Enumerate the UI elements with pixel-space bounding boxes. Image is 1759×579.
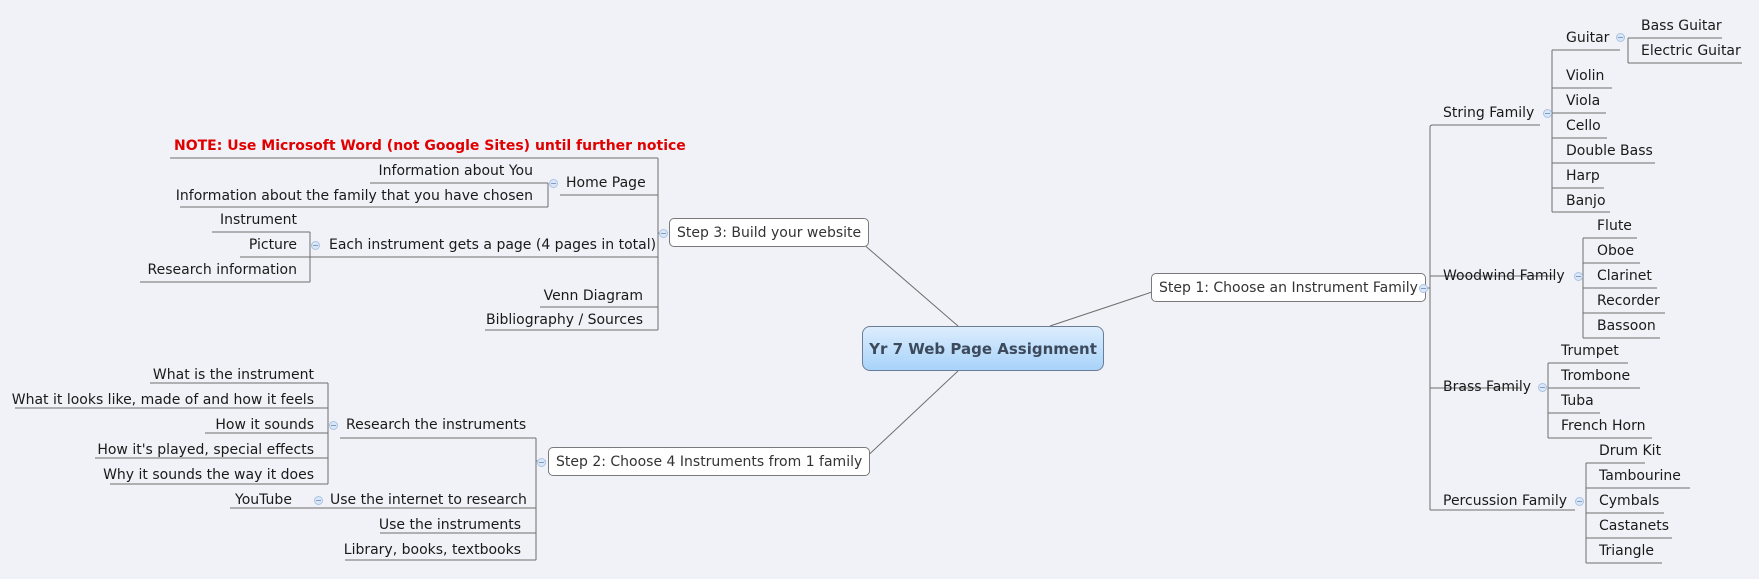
- note-warning: NOTE: Use Microsoft Word (not Google Sit…: [174, 138, 686, 154]
- how-it-sounds[interactable]: How it sounds: [215, 417, 314, 433]
- castanets[interactable]: Castanets: [1599, 518, 1669, 534]
- trumpet[interactable]: Trumpet: [1561, 343, 1619, 359]
- collapse-icon[interactable]: [1538, 383, 1547, 392]
- flute[interactable]: Flute: [1597, 218, 1632, 234]
- oboe[interactable]: Oboe: [1597, 243, 1635, 259]
- picture[interactable]: Picture: [248, 237, 297, 253]
- collapse-icon[interactable]: [314, 496, 323, 505]
- guitar[interactable]: Guitar: [1566, 30, 1610, 46]
- electric-guitar[interactable]: Electric Guitar: [1641, 43, 1741, 59]
- research-instruments[interactable]: Research the instruments: [346, 417, 527, 433]
- bass-guitar[interactable]: Bass Guitar: [1641, 18, 1722, 34]
- instrument[interactable]: Instrument: [219, 212, 297, 228]
- woodwind-family[interactable]: Woodwind Family: [1443, 268, 1565, 284]
- collapse-icon[interactable]: [311, 241, 320, 250]
- step3-node[interactable]: Step 3: Build your website: [669, 218, 870, 247]
- collapse-icon[interactable]: [1575, 497, 1584, 506]
- instrument-pages[interactable]: Each instrument gets a page (4 pages in …: [329, 237, 657, 253]
- collapse-icon[interactable]: [549, 179, 558, 188]
- bibliography[interactable]: Bibliography / Sources: [486, 312, 643, 328]
- step2-node[interactable]: Step 2: Choose 4 Instruments from 1 fami…: [548, 447, 871, 476]
- bassoon[interactable]: Bassoon: [1597, 318, 1656, 334]
- collapse-icon[interactable]: [659, 229, 668, 238]
- youtube[interactable]: YouTube: [235, 492, 292, 508]
- use-instruments[interactable]: Use the instruments: [378, 517, 521, 533]
- drum-kit[interactable]: Drum Kit: [1599, 443, 1662, 459]
- step1-node[interactable]: Step 1: Choose an Instrument Family: [1151, 273, 1426, 302]
- clarinet[interactable]: Clarinet: [1597, 268, 1652, 284]
- collapse-icon[interactable]: [329, 421, 338, 430]
- double-bass[interactable]: Double Bass: [1566, 143, 1653, 159]
- collapse-icon[interactable]: [1543, 109, 1552, 118]
- brass-family[interactable]: Brass Family: [1443, 379, 1532, 395]
- percussion-family[interactable]: Percussion Family: [1443, 493, 1567, 509]
- home-page[interactable]: Home Page: [566, 175, 646, 191]
- research-information[interactable]: Research information: [147, 262, 297, 278]
- info-about-family[interactable]: Information about the family that you ha…: [175, 188, 533, 204]
- collapse-icon[interactable]: [537, 458, 546, 467]
- collapse-icon[interactable]: [1616, 33, 1625, 42]
- what-it-looks-like[interactable]: What it looks like, made of and how it f…: [11, 392, 314, 408]
- tambourine[interactable]: Tambourine: [1599, 468, 1681, 484]
- trombone[interactable]: Trombone: [1561, 368, 1631, 384]
- cello[interactable]: Cello: [1566, 118, 1601, 134]
- collapse-icon[interactable]: [1574, 272, 1583, 281]
- french-horn[interactable]: French Horn: [1561, 418, 1646, 434]
- string-family[interactable]: String Family: [1443, 105, 1535, 121]
- why-it-sounds[interactable]: Why it sounds the way it does: [103, 467, 314, 483]
- cymbals[interactable]: Cymbals: [1599, 493, 1660, 509]
- use-internet[interactable]: Use the internet to research: [330, 492, 527, 508]
- harp[interactable]: Harp: [1566, 168, 1600, 184]
- triangle[interactable]: Triangle: [1599, 543, 1654, 559]
- recorder[interactable]: Recorder: [1597, 293, 1660, 309]
- venn-diagram[interactable]: Venn Diagram: [543, 288, 643, 304]
- violin[interactable]: Violin: [1566, 68, 1605, 84]
- library-books[interactable]: Library, books, textbooks: [343, 542, 521, 558]
- what-is-instrument[interactable]: What is the instrument: [152, 367, 314, 383]
- central-topic[interactable]: Yr 7 Web Page Assignment: [862, 326, 1104, 371]
- tuba[interactable]: Tuba: [1561, 393, 1594, 409]
- info-about-you[interactable]: Information about You: [378, 163, 533, 179]
- collapse-icon[interactable]: [1419, 284, 1428, 293]
- viola[interactable]: Viola: [1566, 93, 1601, 109]
- how-its-played[interactable]: How it's played, special effects: [97, 442, 314, 458]
- banjo[interactable]: Banjo: [1566, 193, 1606, 209]
